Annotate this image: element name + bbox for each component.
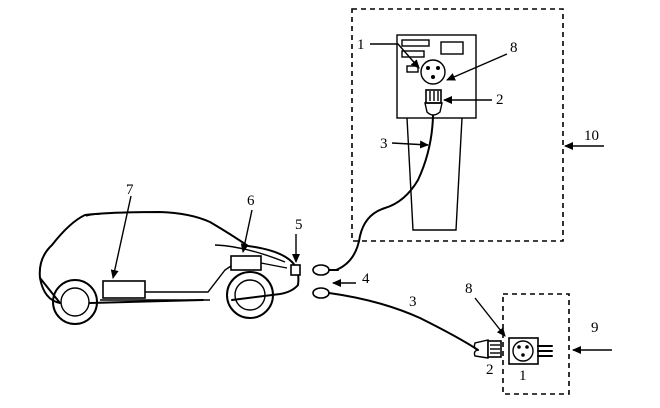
station-socket: [420, 59, 446, 85]
plug-end-lower: [312, 287, 330, 299]
label-7: 7: [126, 182, 134, 198]
charging-station-housing: [396, 34, 477, 119]
station-plug: [424, 89, 443, 116]
charging-station-boundary: [351, 8, 564, 242]
wiring-battery-charger: [145, 265, 232, 293]
rear-wheel: [52, 279, 98, 325]
station-charging-cable: [335, 115, 434, 271]
portable-socket: [508, 337, 553, 365]
label-8-bottom: 8: [465, 281, 473, 297]
portable-plug: [473, 339, 502, 359]
station-button: [406, 65, 419, 73]
label-8-top: 8: [510, 40, 518, 56]
label-3-top: 3: [380, 136, 388, 152]
label-1-top: 1: [357, 37, 365, 53]
label-2-top: 2: [496, 92, 504, 108]
label-5: 5: [295, 217, 303, 233]
label-1-bottom: 1: [519, 368, 527, 384]
vehicle-inlet: [290, 264, 301, 276]
wiring-charger-inlet: [260, 262, 288, 269]
label-4: 4: [362, 271, 370, 287]
label-10: 10: [584, 128, 599, 144]
station-screen: [440, 41, 464, 55]
station-pedestal: [406, 117, 463, 231]
front-wheel: [226, 271, 274, 319]
label-6: 6: [247, 193, 255, 209]
label-3-bottom: 3: [409, 294, 417, 310]
portable-charging-cable: [328, 292, 479, 351]
leader-6: [240, 209, 253, 253]
electric-vehicle: [38, 211, 300, 325]
battery-pack: [102, 280, 146, 299]
station-display-slot: [401, 39, 430, 47]
leader-8-bottom: [474, 297, 506, 337]
leader-3-top: [391, 140, 429, 149]
label-9: 9: [591, 320, 599, 336]
leader-8-top: [446, 53, 508, 81]
plug-end-upper: [312, 264, 330, 276]
onboard-charger: [230, 255, 262, 271]
leader-7: [110, 195, 132, 279]
leader-1-top: [370, 43, 420, 69]
station-indicator-slot: [401, 50, 425, 58]
portable-unit-boundary: [502, 293, 570, 395]
label-2-bottom: 2: [486, 362, 494, 378]
